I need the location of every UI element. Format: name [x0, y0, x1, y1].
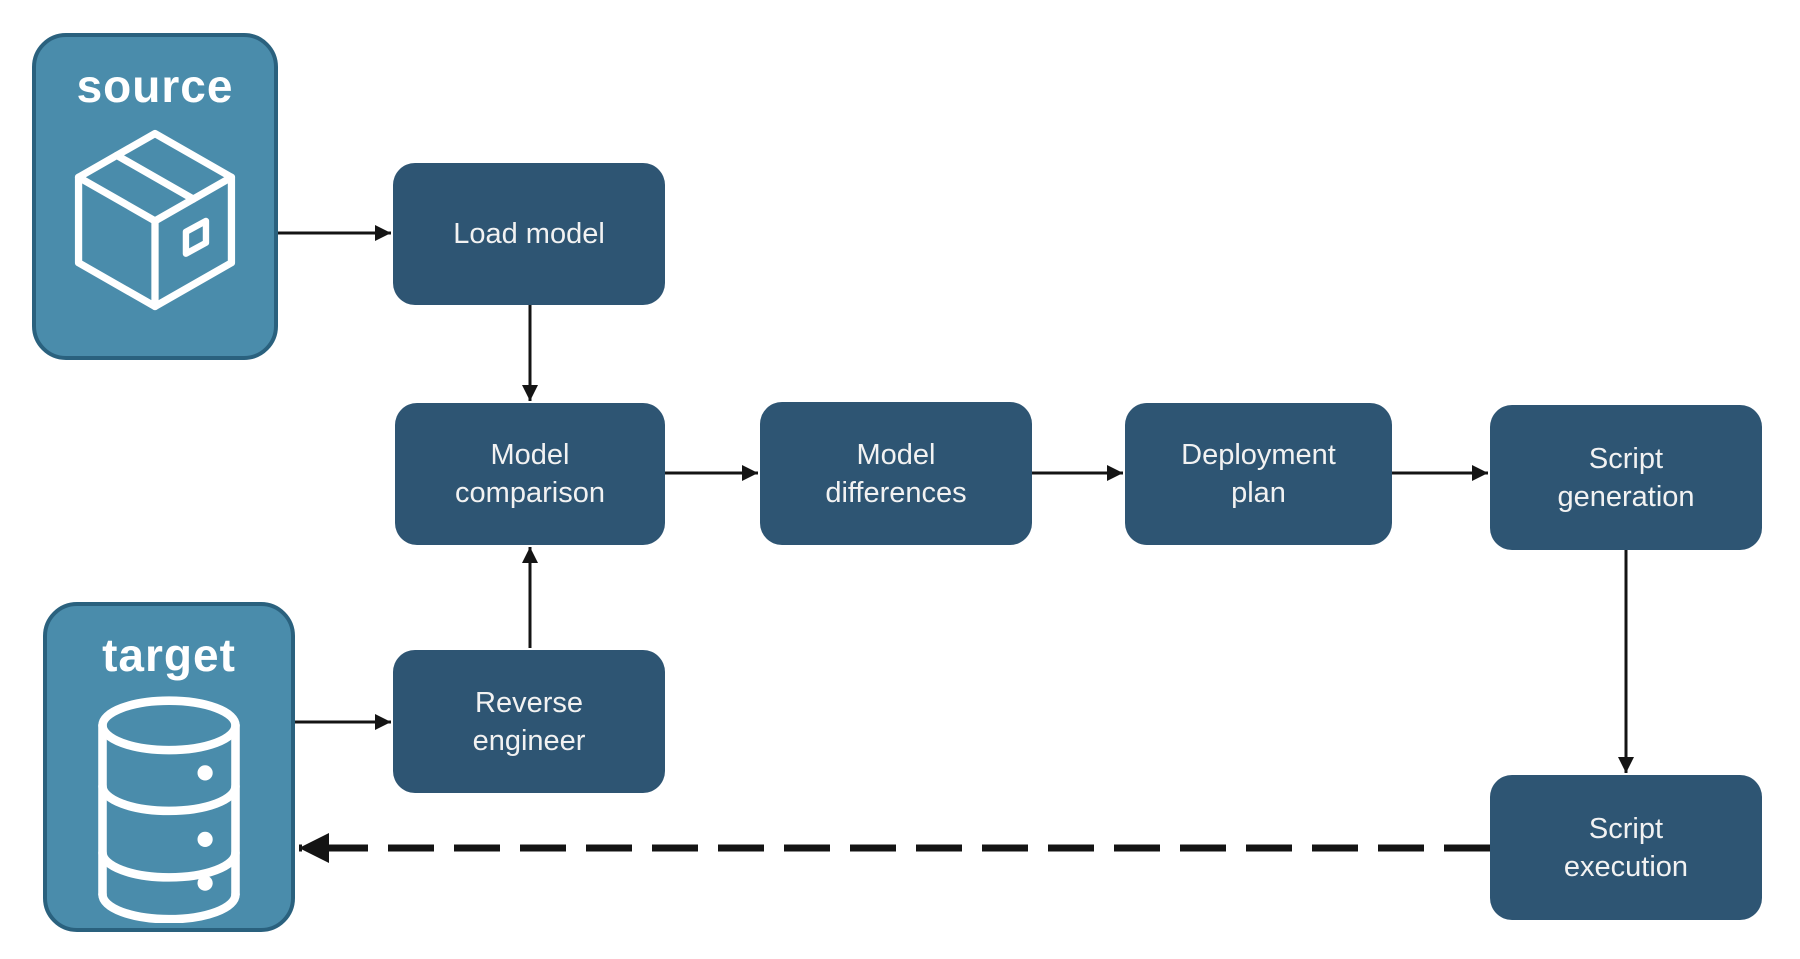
node-load-model-label: Load model: [453, 218, 605, 250]
node-target: target: [43, 602, 295, 932]
node-deployment-plan: Deployment plan: [1125, 403, 1392, 545]
node-source-label: source: [76, 60, 234, 112]
node-script-execution-label: Script execution: [1563, 812, 1689, 883]
node-model-comparison-label: Model comparison: [455, 439, 605, 509]
node-model-comparison: Model comparison: [395, 403, 665, 545]
node-reverse-engineer-label: Reverse engineer: [472, 686, 586, 757]
node-model-differences: Model differences: [760, 402, 1032, 545]
database-icon: [98, 696, 240, 923]
node-target-label: target: [102, 629, 236, 681]
node-script-generation: Script generation: [1490, 405, 1762, 550]
node-load-model: Load model: [393, 163, 665, 305]
node-model-differences-label: Model differences: [825, 438, 967, 509]
node-script-generation-label: Script generation: [1557, 442, 1695, 513]
package-icon: [74, 129, 236, 310]
node-source: source: [32, 33, 278, 360]
node-reverse-engineer: Reverse engineer: [393, 650, 665, 793]
node-deployment-plan-label: Deployment plan: [1181, 439, 1336, 509]
node-script-execution: Script execution: [1490, 775, 1762, 920]
